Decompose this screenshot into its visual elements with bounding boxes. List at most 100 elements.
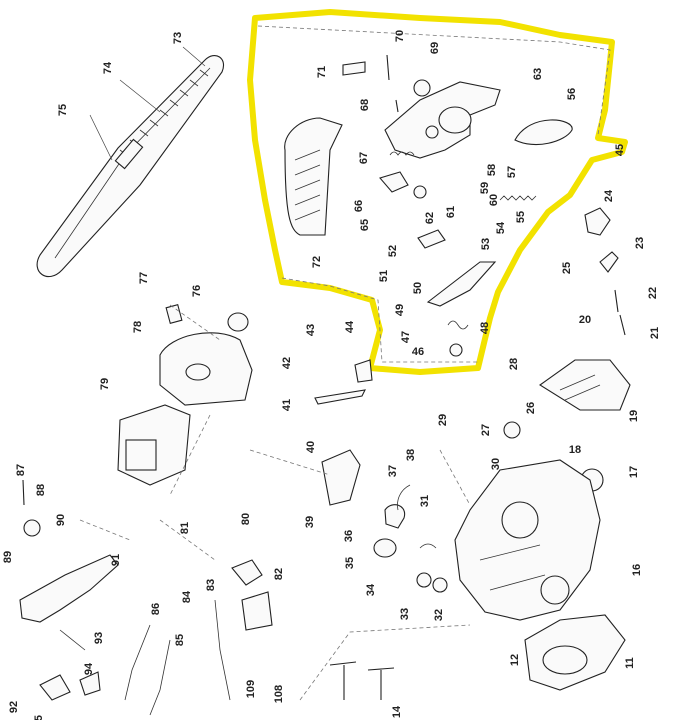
bracket-41: [314, 389, 366, 405]
part-52: [417, 229, 446, 249]
part-label-81: 81: [179, 522, 191, 534]
part-label-79: 79: [99, 378, 111, 390]
part-46: [449, 343, 463, 357]
part-label-75: 75: [57, 104, 69, 116]
part-label-60: 60: [488, 194, 500, 206]
part-label-32: 32: [433, 609, 445, 621]
part-label-89: 89: [2, 551, 14, 563]
part-label-23: 23: [634, 237, 646, 249]
part-label-17: 17: [628, 466, 640, 478]
part-label-49: 49: [394, 304, 406, 316]
part-label-37: 37: [387, 465, 399, 477]
spring-67: [389, 151, 415, 156]
part-label-59: 59: [479, 182, 491, 194]
part-label-11: 11: [624, 657, 636, 669]
part-label-68: 68: [359, 99, 371, 111]
part-24: [584, 207, 611, 236]
part-label-83: 83: [205, 579, 217, 591]
part-70: [386, 54, 390, 81]
rod-83: [214, 599, 231, 701]
part-44: [354, 359, 373, 383]
part-label-34: 34: [365, 583, 377, 596]
part-label-91: 91: [110, 554, 122, 566]
part-label-71: 71: [316, 66, 328, 78]
part-33: [416, 572, 432, 588]
part-label-80: 80: [240, 513, 252, 525]
part-label-87: 87: [15, 464, 27, 476]
part-label-76: 76: [191, 285, 203, 297]
part-label-55: 55: [515, 211, 527, 223]
guide-bar-and-chain: [36, 46, 224, 277]
part-label-38: 38: [405, 449, 417, 461]
rod-85: [149, 639, 171, 716]
part-label-53: 53: [480, 238, 492, 250]
part-68: [395, 99, 399, 113]
part-label-66: 66: [353, 200, 365, 212]
clamp-56: [514, 119, 573, 146]
part-label-108: 108: [273, 685, 285, 703]
part-label-72: 72: [311, 256, 323, 268]
part-label-29: 29: [437, 414, 449, 426]
air-filter-cover-assembly: [117, 304, 253, 486]
part-label-36: 36: [343, 530, 355, 542]
part-label-40: 40: [305, 441, 317, 453]
part-label-62: 62: [424, 212, 436, 224]
part-label-78: 78: [132, 321, 144, 333]
part-label-26: 26: [525, 402, 537, 414]
part-49: [426, 261, 497, 307]
part-label-65: 65: [359, 219, 371, 231]
part-label-18: 18: [569, 444, 581, 456]
part-label-82: 82: [273, 568, 285, 580]
part-label-67: 67: [358, 152, 370, 164]
part-label-25: 25: [561, 262, 573, 274]
part-84: [241, 591, 273, 631]
part-label-46: 46: [412, 346, 424, 358]
side-cover-19: [539, 359, 631, 411]
part-label-57: 57: [506, 166, 518, 178]
part-label-39: 39: [304, 516, 316, 528]
part-14: [329, 661, 395, 700]
spring-55: [499, 195, 537, 201]
dash-routing: [79, 304, 471, 701]
part-label-73: 73: [172, 32, 184, 44]
part-label-48: 48: [479, 322, 491, 334]
part-label-86: 86: [150, 603, 162, 615]
part-label-58: 58: [486, 164, 498, 176]
part-label-50: 50: [412, 282, 424, 294]
part-label-45: 45: [614, 144, 626, 156]
highlight-outline-45: [247, 9, 628, 375]
part-label-88: 88: [35, 484, 47, 496]
part-label-52: 52: [387, 245, 399, 257]
part-label-28: 28: [508, 358, 520, 370]
rear-handle-assembly: [19, 479, 119, 701]
part-label-35: 35: [344, 557, 356, 569]
part-35: [373, 538, 397, 558]
part-label-44: 44: [344, 320, 356, 333]
part-32: [432, 577, 448, 593]
spring-47: [447, 320, 469, 330]
part-label-12: 12: [509, 654, 521, 666]
part-label-93: 93: [93, 632, 105, 644]
part-label-14: 14: [391, 705, 403, 718]
part-label-85: 85: [174, 634, 186, 646]
part-label-41: 41: [281, 399, 293, 411]
part-label-42: 42: [281, 357, 293, 369]
part-71: [342, 61, 366, 76]
part-36: [384, 504, 406, 529]
part-23: [599, 251, 619, 273]
part-22: [614, 289, 619, 313]
part-label-84: 84: [181, 590, 193, 603]
part-label-54: 54: [495, 221, 507, 234]
part-label-70: 70: [394, 30, 406, 42]
pulley-cover-11: [524, 614, 626, 691]
part-label-27: 27: [480, 424, 492, 436]
part-65: [413, 185, 427, 199]
part-label-24: 24: [603, 189, 615, 202]
part-69: [413, 79, 431, 97]
hose-37: [397, 484, 411, 511]
part-27: [503, 421, 521, 439]
part-label-31: 31: [419, 495, 431, 507]
part-label-30: 30: [490, 458, 502, 470]
crankcase-18: [454, 459, 601, 621]
